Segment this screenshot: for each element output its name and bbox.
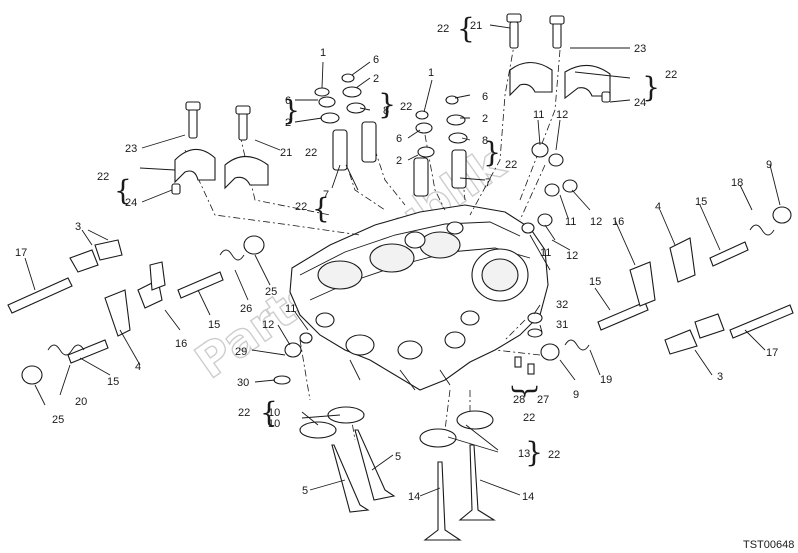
svg-text:{: {	[457, 12, 475, 45]
callout-17: 17	[766, 347, 778, 359]
callout-27: 27	[537, 394, 549, 406]
callout-5: 5	[395, 451, 401, 463]
svg-text:{: {	[114, 174, 132, 207]
callout-23: 23	[125, 143, 137, 155]
callout-31: 31	[556, 319, 568, 331]
callout-30: 30	[237, 377, 249, 389]
callout-9: 9	[766, 159, 772, 171]
valve-guides	[314, 73, 468, 197]
callout-1: 1	[428, 67, 434, 79]
callout-6: 6	[285, 95, 291, 107]
callout-9: 9	[573, 389, 579, 401]
callout-24: 24	[634, 97, 646, 109]
callout-14: 14	[408, 491, 420, 503]
reference-code: TST00648	[743, 539, 794, 551]
top-left-caps	[171, 101, 269, 195]
callout-6: 6	[482, 91, 488, 103]
callout-3: 3	[717, 371, 723, 383]
callout-25: 25	[265, 286, 277, 298]
callout-12: 12	[566, 250, 578, 262]
springs-and-washers	[21, 206, 792, 385]
callout-labels: 1 6 2 6 8 22 2 7 22 1 6 2 6 8 2 22 7 22 …	[15, 20, 778, 503]
callout-2: 2	[396, 155, 402, 167]
callout-2: 2	[373, 73, 379, 85]
callout-11: 11	[285, 303, 296, 315]
braces: { { { { { { { { { {	[114, 12, 660, 471]
callout-11: 11	[565, 216, 576, 228]
callout-10: 10	[268, 407, 280, 419]
callout-22: 22	[548, 449, 560, 461]
callout-12: 12	[262, 319, 274, 331]
callout-8: 8	[383, 105, 389, 117]
callout-11: 11	[540, 247, 551, 259]
callout-20: 20	[75, 396, 87, 408]
callout-21: 21	[280, 147, 292, 159]
callout-22: 22	[523, 412, 535, 424]
callout-25: 25	[52, 414, 64, 426]
callout-16: 16	[612, 216, 624, 228]
callout-13: 13	[518, 448, 530, 460]
callout-12: 12	[556, 109, 568, 121]
callout-22: 22	[238, 407, 250, 419]
callout-23: 23	[634, 43, 646, 55]
callout-19: 19	[600, 374, 612, 386]
rocker-shafts	[7, 241, 794, 364]
callout-7: 7	[323, 189, 329, 201]
svg-text:{: {	[282, 96, 300, 129]
callout-16: 16	[175, 338, 187, 350]
callout-7: 7	[485, 177, 491, 189]
callout-15: 15	[589, 276, 601, 288]
leader-lines	[24, 24, 781, 497]
callout-5: 5	[302, 485, 308, 497]
svg-text:{: {	[378, 90, 396, 123]
callout-6: 6	[373, 54, 379, 66]
svg-text:{: {	[525, 438, 543, 471]
callout-22: 22	[295, 201, 307, 213]
callout-2: 2	[482, 113, 488, 125]
callout-14: 14	[522, 491, 534, 503]
callout-15: 15	[107, 376, 119, 388]
plugs-and-seals	[273, 142, 578, 385]
callout-2: 2	[285, 117, 291, 129]
callout-15: 15	[695, 196, 707, 208]
svg-text:{: {	[507, 382, 540, 400]
callout-22: 22	[665, 69, 677, 81]
callout-10: 10	[268, 418, 280, 430]
callout-15: 15	[208, 319, 220, 331]
callout-3: 3	[75, 221, 81, 233]
top-right-caps	[506, 13, 611, 103]
callout-24: 24	[125, 197, 137, 209]
callout-22: 22	[437, 23, 449, 35]
callout-8: 8	[482, 135, 488, 147]
callout-6: 6	[396, 133, 402, 145]
callout-12: 12	[590, 216, 602, 228]
callout-4: 4	[135, 361, 141, 373]
valves	[299, 406, 496, 541]
callout-28: 28	[513, 394, 525, 406]
callout-4: 4	[655, 201, 661, 213]
callout-22: 22	[97, 171, 109, 183]
callout-22: 22	[505, 159, 517, 171]
callout-17: 17	[15, 247, 27, 259]
svg-text:{: {	[260, 396, 278, 429]
rocker-arms	[69, 237, 725, 355]
callout-21: 21	[470, 20, 482, 32]
callout-29: 29	[235, 346, 247, 358]
callout-22: 22	[305, 147, 317, 159]
callout-22: 22	[400, 101, 412, 113]
cylinder-head	[289, 204, 549, 391]
callout-18: 18	[731, 177, 743, 189]
svg-text:{: {	[483, 138, 501, 171]
callout-1: 1	[320, 47, 326, 59]
callout-32: 32	[556, 299, 568, 311]
callout-26: 26	[240, 303, 252, 315]
svg-text:{: {	[312, 192, 330, 225]
callout-11: 11	[533, 109, 544, 121]
svg-text:{: {	[642, 73, 660, 106]
